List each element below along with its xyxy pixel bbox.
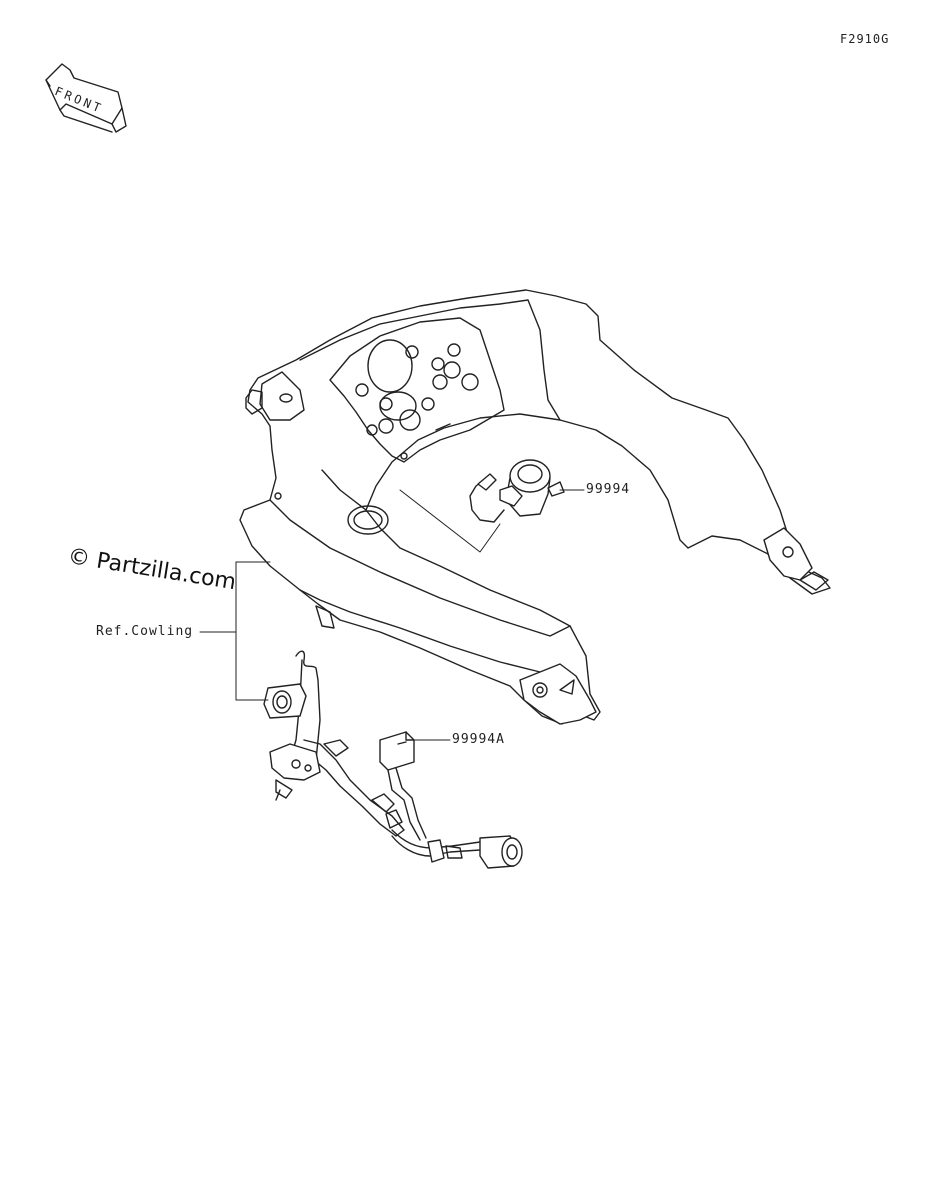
leader-lines [199,489,585,741]
figure-code: F2910G [840,32,890,46]
inner-cowling-drawing [239,289,831,725]
callout-99994A: 99994A [452,732,505,747]
callout-99994: 99994 [586,482,631,497]
accessory-socket-drawing [469,459,565,523]
harness-bracket-drawing [263,650,523,869]
callout-ref-cowling: Ref.Cowling [96,624,194,639]
front-arrow-icon [45,63,127,133]
ref-bracket [235,561,271,701]
leader-99994-to-cowling [399,489,501,553]
